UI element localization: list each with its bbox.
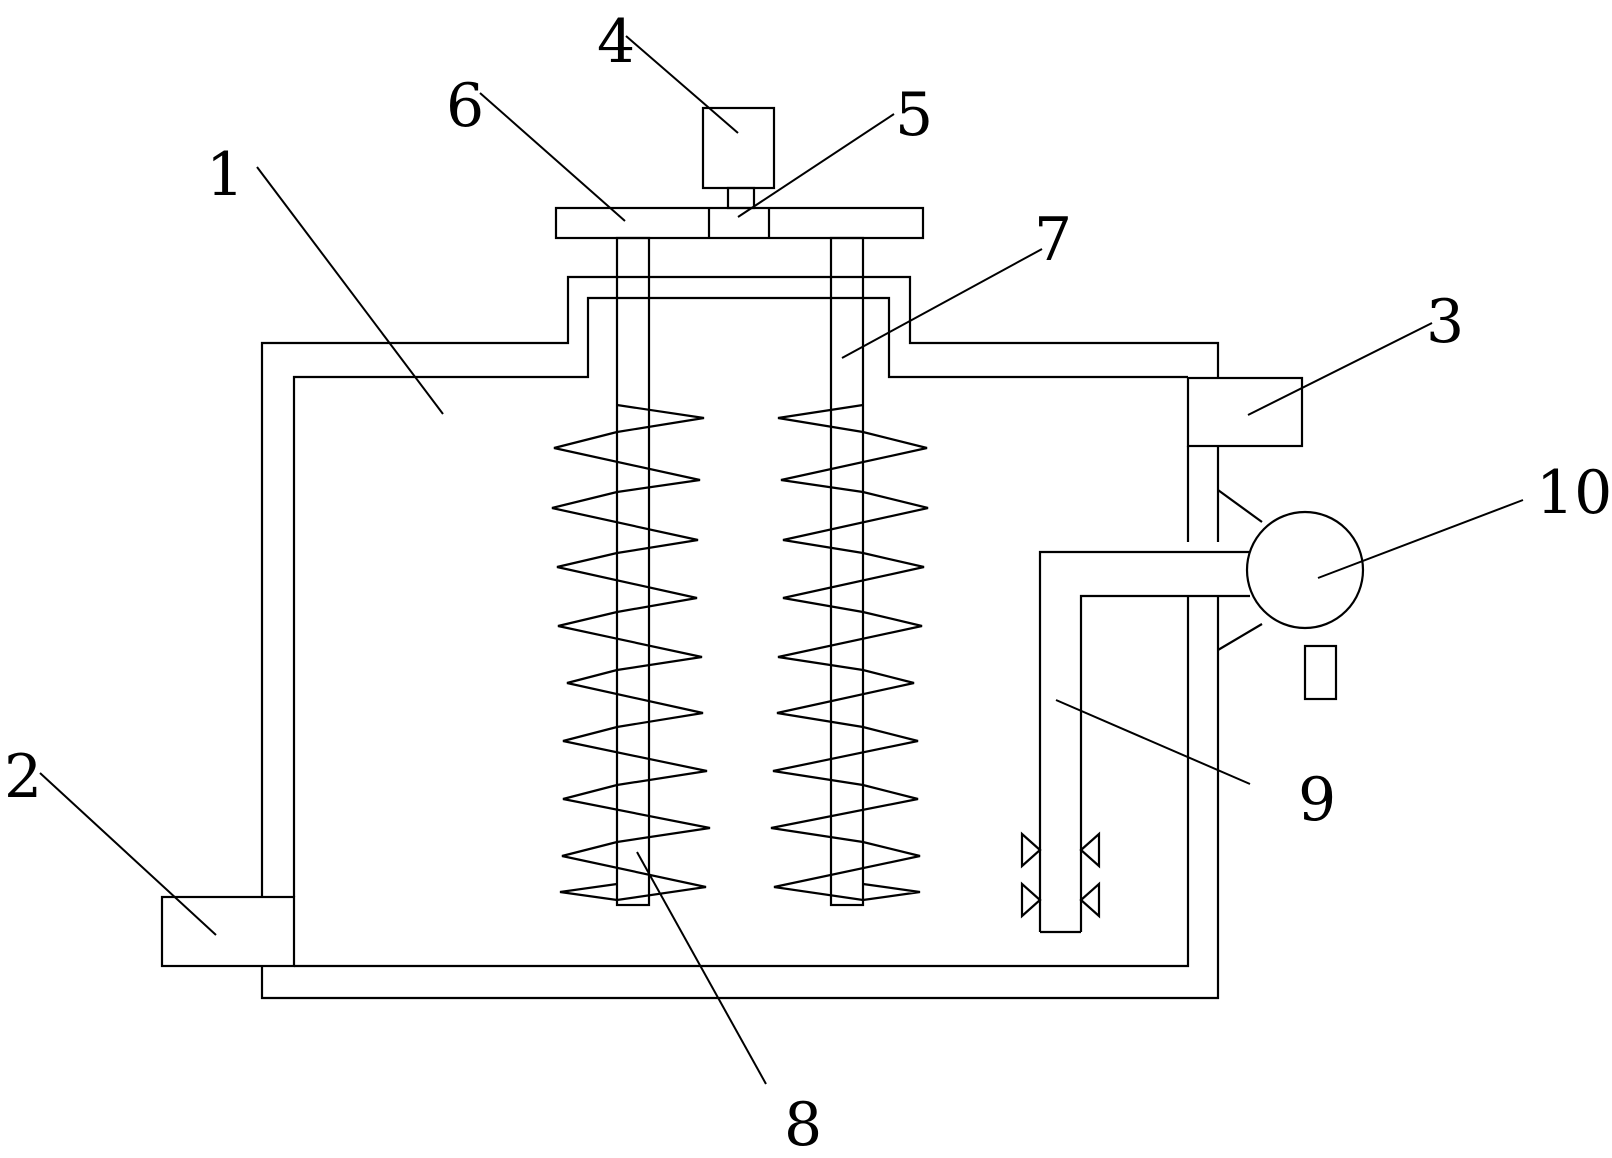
leader-line-2 (39, 772, 217, 936)
right-stirring-shaft (829, 236, 865, 907)
label-10: 10 (1536, 458, 1612, 528)
label-9: 9 (1298, 765, 1336, 835)
label-2: 2 (4, 742, 42, 812)
leader-line-3 (1247, 322, 1433, 416)
pump-support-upper (1217, 489, 1263, 523)
label-3: 3 (1426, 287, 1464, 357)
label-1: 1 (206, 140, 244, 210)
left-helical-blade (551, 403, 711, 902)
label-5: 5 (895, 80, 933, 150)
label-4: 4 (597, 7, 635, 77)
label-8: 8 (784, 1090, 822, 1158)
leader-line-6 (479, 92, 626, 222)
inlet-pipe (160, 895, 296, 968)
leader-line-5 (737, 113, 895, 218)
left-stirring-shaft (615, 236, 651, 907)
pump-circle (1245, 510, 1365, 630)
motor-box (701, 106, 776, 190)
leader-line-4 (625, 35, 739, 134)
suction-pipe (1038, 550, 1250, 934)
pipe-nozzle (1020, 831, 1101, 919)
outlet-pipe (1186, 376, 1304, 448)
motor-shaft-coupling (726, 186, 756, 210)
leader-line-10 (1317, 499, 1524, 579)
pump-support-lower (1217, 623, 1263, 651)
gear-bar (554, 206, 925, 240)
tank-inner-wall (292, 296, 1190, 968)
right-helical-blade (770, 403, 929, 902)
leader-line-9 (1055, 699, 1251, 785)
leader-line-8 (636, 851, 767, 1085)
leader-line-7 (841, 248, 1043, 359)
label-7: 7 (1034, 205, 1072, 275)
label-6: 6 (446, 71, 484, 141)
tank-outer-wall (260, 275, 1220, 1000)
pump-outlet (1303, 644, 1338, 701)
leader-line-1 (256, 166, 444, 415)
